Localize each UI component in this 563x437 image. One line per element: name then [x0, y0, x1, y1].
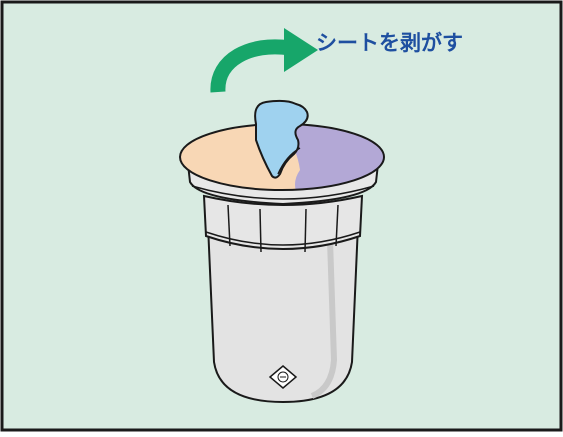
instruction-label: シートを剥がす [316, 31, 463, 55]
